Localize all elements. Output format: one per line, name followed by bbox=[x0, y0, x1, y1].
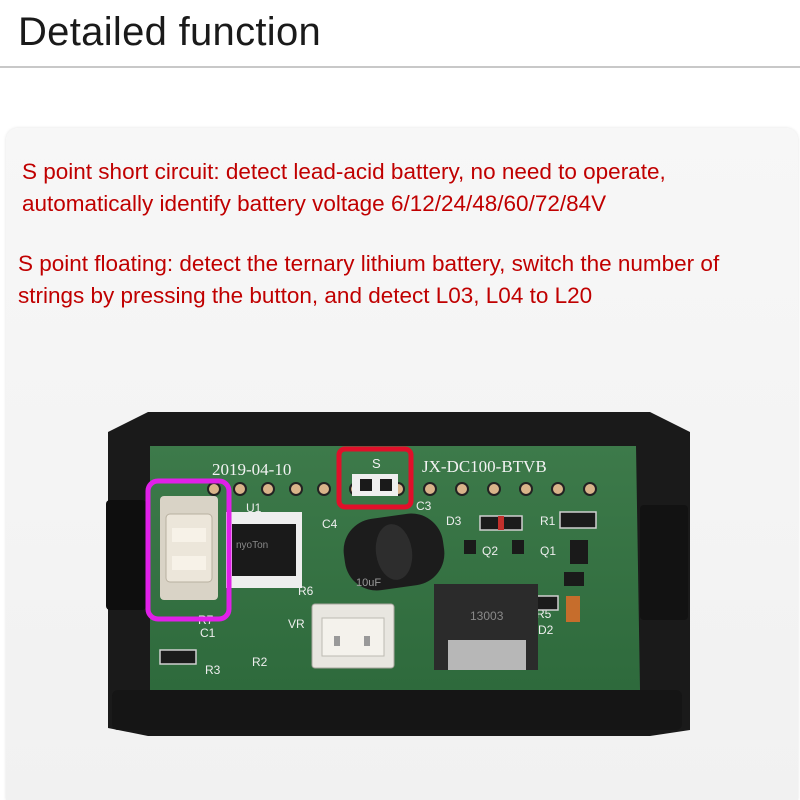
electrolytic-capacitor: 10uF bbox=[343, 513, 445, 591]
date-silkscreen: 2019-04-10 bbox=[212, 460, 291, 479]
power-connector bbox=[311, 603, 395, 669]
header: Detailed function bbox=[0, 0, 800, 68]
label-q1: Q1 bbox=[540, 544, 556, 558]
label-d3: D3 bbox=[446, 514, 462, 528]
description-floating: S point floating: detect the ternary lit… bbox=[18, 251, 720, 308]
button-highlight bbox=[145, 478, 232, 622]
ic-marking: nyoTon bbox=[236, 540, 268, 551]
transistors bbox=[464, 540, 588, 586]
description-short-circuit: S point short circuit: detect lead-acid … bbox=[22, 159, 666, 216]
label-r2: R2 bbox=[252, 655, 268, 669]
label-q2: Q2 bbox=[482, 544, 498, 558]
label-c3: C3 bbox=[416, 499, 432, 513]
page-title: Detailed function bbox=[18, 10, 322, 54]
s-pad-silkscreen: S bbox=[372, 456, 381, 471]
diode-band bbox=[498, 516, 504, 530]
capacitor-marking: 10uF bbox=[356, 577, 381, 589]
label-c4: C4 bbox=[322, 517, 338, 531]
diode-d2 bbox=[566, 596, 580, 622]
ic-chip: nyoTon bbox=[226, 512, 302, 588]
tactile-button bbox=[160, 496, 218, 600]
s-point-highlight bbox=[336, 446, 414, 510]
label-d2: D2 bbox=[538, 623, 554, 637]
label-c1: C1 bbox=[200, 626, 216, 640]
label-r3: R3 bbox=[205, 663, 221, 677]
component-labels: U1 C3 D3 R1 Q2 Q1 C4 R6 R7 C1 R3 R2 R5 D… bbox=[198, 499, 556, 677]
model-silkscreen: JX-DC100-BTVB bbox=[422, 457, 547, 476]
smd-resistors bbox=[159, 511, 597, 665]
header-divider bbox=[0, 66, 800, 68]
mosfet: 13003 bbox=[434, 584, 538, 670]
label-r1: R1 bbox=[540, 514, 556, 528]
label-u1: U1 bbox=[246, 501, 262, 515]
label-vr: VR bbox=[288, 617, 305, 631]
mosfet-marking: 13003 bbox=[470, 609, 504, 623]
